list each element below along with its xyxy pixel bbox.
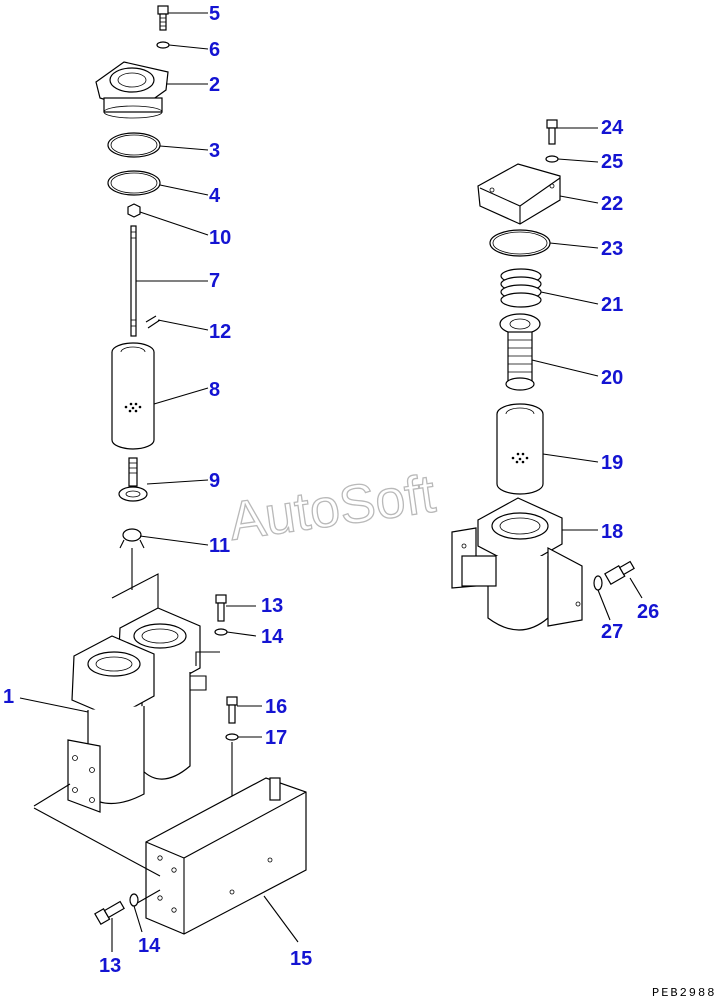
drawing-code: PEB2988 [652, 986, 716, 999]
nut-10 [127, 203, 141, 218]
washer-14-upper [214, 628, 228, 636]
bolt-13-upper [215, 594, 227, 622]
callout-15: 15 [290, 948, 312, 970]
filter-element-19 [496, 403, 544, 495]
callout-numbers: 5 6 2 3 4 10 7 12 8 9 11 13 14 1 16 17 1… [3, 3, 659, 977]
callout-19: 19 [601, 452, 623, 474]
callout-22: 22 [601, 193, 623, 215]
o-ring-23 [489, 229, 551, 257]
cover-22 [477, 163, 561, 225]
callout-4: 4 [209, 185, 221, 207]
callout-11: 11 [209, 535, 230, 557]
callout-21: 21 [601, 294, 623, 316]
callout-12: 12 [209, 321, 231, 343]
filter-housing-1 [67, 607, 220, 813]
o-ring-3 [107, 132, 161, 158]
callout-25: 25 [601, 151, 623, 173]
callout-8: 8 [209, 379, 220, 401]
washer-6 [156, 41, 170, 49]
callout-23: 23 [601, 238, 623, 260]
callout-13-lower: 13 [99, 955, 121, 977]
left-filter-assembly [33, 5, 307, 935]
callout-7: 7 [209, 270, 220, 292]
right-filter-assembly [451, 119, 635, 631]
callout-20: 20 [601, 367, 623, 389]
bolt-13-lower [94, 900, 125, 926]
plug-26 [604, 560, 635, 586]
callout-24: 24 [601, 117, 624, 139]
o-ring-4 [107, 170, 161, 196]
washer-27 [593, 575, 603, 591]
spring-seat-9 [118, 457, 148, 502]
callout-1: 1 [3, 686, 14, 708]
cover-2 [95, 61, 169, 119]
watermark: AutoSoft [225, 464, 438, 552]
callout-9: 9 [209, 470, 220, 492]
callout-16: 16 [265, 696, 287, 718]
washer-17 [225, 733, 239, 741]
rod-7 [130, 225, 137, 337]
valve-11 [119, 528, 145, 549]
bracket-15 [145, 777, 307, 935]
leader-lines [19, 12, 643, 952]
bolt-16 [226, 696, 238, 724]
callout-27: 27 [601, 621, 623, 643]
bypass-valve-20 [499, 313, 541, 391]
callout-6: 6 [209, 39, 220, 61]
washer-14-lower [129, 893, 139, 907]
washer-25 [545, 155, 559, 163]
callout-5: 5 [209, 3, 220, 25]
spring-21 [500, 268, 542, 308]
callout-2: 2 [209, 74, 220, 96]
callout-10: 10 [209, 227, 231, 249]
pin-12 [145, 315, 161, 329]
filter-housing-18 [451, 497, 583, 631]
callout-26: 26 [637, 601, 659, 623]
bolt-24 [546, 119, 558, 145]
filter-element-8 [111, 342, 155, 450]
callout-3: 3 [209, 140, 220, 162]
callout-13-upper: 13 [261, 595, 283, 617]
callout-17: 17 [265, 727, 287, 749]
callout-14-upper: 14 [261, 626, 284, 648]
callout-14-lower: 14 [138, 935, 161, 957]
bolt-5 [157, 5, 169, 31]
callout-18: 18 [601, 521, 623, 543]
